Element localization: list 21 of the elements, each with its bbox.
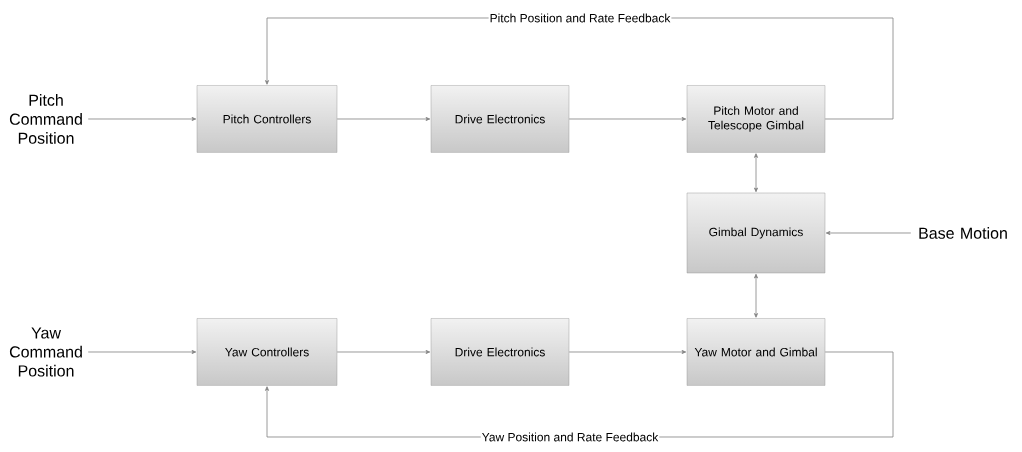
process-box: Yaw Motor and Gimbal [686, 318, 826, 386]
process-box: Pitch Motor and Telescope Gimbal [686, 85, 826, 153]
process-box: Drive Electronics [430, 318, 570, 386]
process-box: Drive Electronics [430, 85, 570, 153]
arrow [754, 273, 758, 318]
edge-label: Yaw Position and Rate Feedback [480, 431, 660, 443]
input-label: Yaw Command Position [9, 327, 82, 377]
process-box: Pitch Controllers [196, 85, 338, 153]
arrow [568, 350, 687, 354]
arrow [87, 350, 197, 354]
arrow [87, 117, 197, 121]
input-label: Pitch Command Position [9, 94, 82, 144]
arrow [568, 117, 687, 121]
edge-label: Pitch Position and Rate Feedback [488, 12, 672, 24]
arrow [336, 117, 431, 121]
arrow [754, 153, 758, 193]
process-box: Gimbal Dynamics [686, 192, 826, 274]
process-box: Yaw Controllers [196, 318, 338, 386]
arrow [825, 231, 912, 235]
input-label: Base Motion [919, 227, 1007, 239]
arrow [336, 350, 431, 354]
